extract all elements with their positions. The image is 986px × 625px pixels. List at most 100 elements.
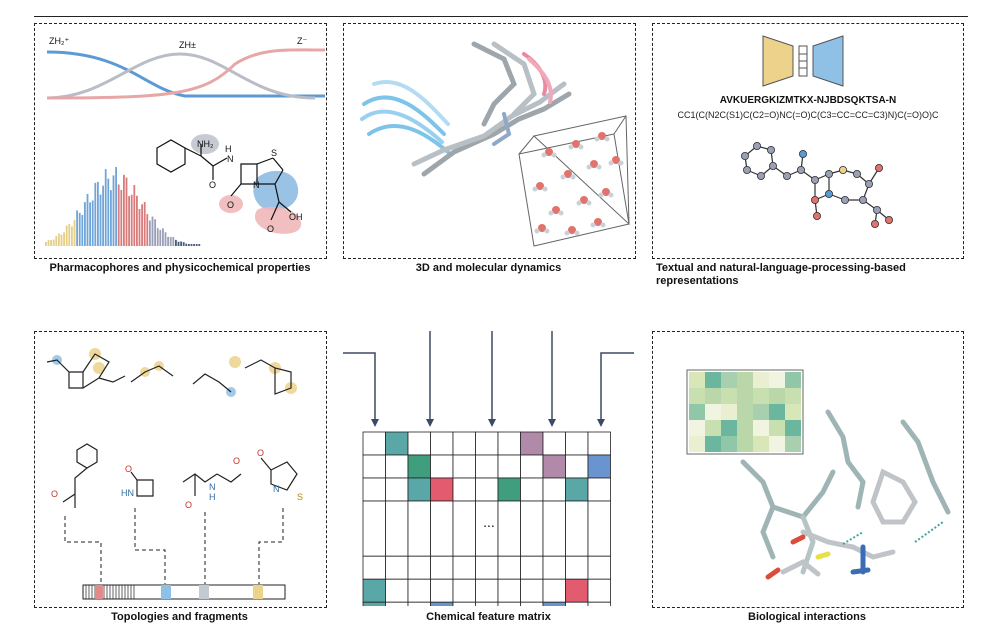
matrix-cell <box>475 601 499 606</box>
amine-label: NH₂ <box>197 139 214 149</box>
heatmap-cell <box>737 420 753 436</box>
topology-skeletons <box>46 353 292 395</box>
histogram-bar <box>128 196 130 246</box>
graph-node <box>767 146 776 155</box>
caption-textual-line2: representations <box>656 275 739 287</box>
heatmap-cell <box>689 404 705 420</box>
water-hydrogen <box>578 144 584 150</box>
matrix-cell <box>497 454 521 479</box>
matrix-cell <box>520 555 544 580</box>
matrix-cell <box>542 477 566 502</box>
graph-node <box>810 175 819 184</box>
heatmap-cell <box>721 388 737 404</box>
matrix-cell <box>385 500 409 557</box>
water-hydrogen <box>560 174 566 180</box>
ring-n-label: N <box>253 180 260 190</box>
graph-node <box>840 195 849 204</box>
water-hydrogen <box>604 136 610 142</box>
fragment-connectors <box>64 508 284 584</box>
matrix-cell <box>475 454 499 479</box>
panel-biological <box>652 331 964 608</box>
water-hydrogen <box>532 186 538 192</box>
graph-node <box>838 165 847 174</box>
matrix-cell <box>407 555 431 580</box>
histogram-bar <box>81 214 84 246</box>
histogram-bar <box>58 233 60 246</box>
matrix-cell <box>475 431 499 456</box>
matrix-cell <box>475 578 499 603</box>
matrix-cell <box>385 454 409 479</box>
histogram-bar <box>182 242 185 246</box>
matrix-cell <box>430 601 454 606</box>
graph-node <box>824 169 833 178</box>
biological-figure <box>686 369 951 580</box>
matrix-cell <box>565 555 589 580</box>
histogram-bar <box>167 236 169 246</box>
caption-matrix: Chemical feature matrix <box>426 611 551 623</box>
matrix-cell <box>475 555 499 580</box>
water-oxygen <box>572 140 580 148</box>
water-oxygen <box>590 160 598 168</box>
matrix-cell <box>497 431 521 456</box>
curve-zh2 <box>46 50 325 98</box>
water-hydrogen <box>564 230 570 236</box>
graph-node <box>757 171 766 180</box>
frag-thiazolidine-o: O <box>257 448 264 458</box>
acid-label: OH <box>289 212 303 222</box>
histogram-bar <box>97 181 99 246</box>
graph-node <box>796 165 805 174</box>
histogram-bar <box>141 204 143 246</box>
matrix-ellipsis: ... <box>483 514 495 530</box>
matrix-cell <box>520 477 544 502</box>
heatmap-cell <box>705 388 721 404</box>
heatmap-cell <box>769 388 785 404</box>
heatmap-cell <box>705 436 721 452</box>
matrix-cell <box>452 454 476 479</box>
caption-textual: Textual and natural-language-processing-… <box>656 262 966 288</box>
matrix-cell <box>520 454 544 479</box>
label-zh2: ZH₂⁺ <box>49 36 69 46</box>
matrix-cell <box>497 578 521 603</box>
matrix-cell <box>565 601 589 606</box>
matrix-cell <box>385 477 409 502</box>
conformer-ensemble <box>360 41 572 177</box>
autoencoder-icon <box>762 35 844 87</box>
matrix-cell <box>407 578 431 603</box>
water-oxygen <box>538 224 546 232</box>
water-hydrogen <box>570 174 576 180</box>
heatmap-cell <box>785 388 801 404</box>
water-hydrogen <box>608 192 614 198</box>
heatmap-cell <box>753 372 769 388</box>
heatmap-cell <box>753 420 769 436</box>
matrix-cell <box>565 477 589 502</box>
graph-node <box>812 211 821 220</box>
frag-acetamide-o: O <box>233 456 240 466</box>
matrix-cell <box>385 555 409 580</box>
heatmap-cell <box>785 404 801 420</box>
graph-node <box>874 163 883 172</box>
matrix-cell <box>385 601 409 606</box>
water-hydrogen <box>618 160 624 166</box>
matrix-cell <box>542 601 566 606</box>
oxygen-label-2: O <box>227 200 234 210</box>
graph-node <box>858 195 867 204</box>
histogram-bar <box>68 223 71 246</box>
matrix-figure: ... <box>343 331 634 606</box>
matrix-cell <box>520 500 544 557</box>
histogram-bar <box>55 235 58 246</box>
top-rule <box>34 16 968 17</box>
histogram-bar <box>73 219 76 246</box>
histogram-bar <box>138 208 141 246</box>
graph-node <box>884 215 893 224</box>
bitvector-frame <box>82 584 286 600</box>
frag-lactam-o: O <box>125 464 132 474</box>
matrix-cell <box>452 578 476 603</box>
matrix-cell <box>565 500 589 557</box>
histogram-bar <box>162 228 164 246</box>
matrix-cell <box>362 431 386 456</box>
histogram-bar <box>94 182 97 246</box>
arrow-head <box>597 419 605 427</box>
water-oxygen <box>580 196 588 204</box>
water-hydrogen <box>541 152 547 158</box>
matrix-cell <box>542 454 566 479</box>
